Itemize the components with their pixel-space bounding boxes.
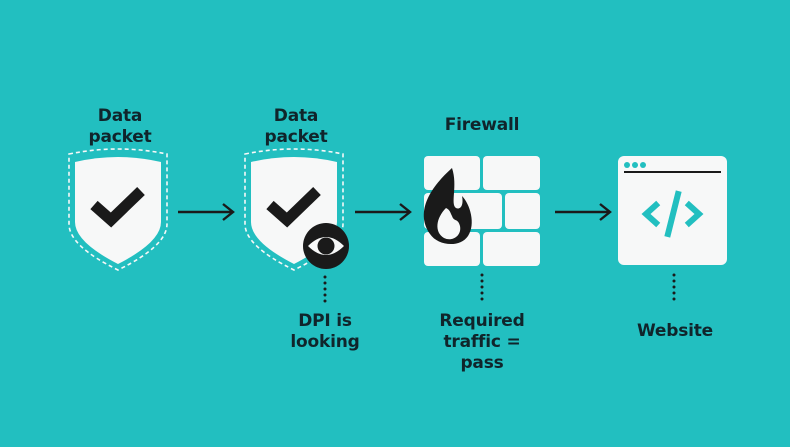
firewall-flame-icon <box>423 156 540 266</box>
flame-inner <box>437 208 461 240</box>
arrow-right-icon <box>178 203 235 221</box>
packet-2-title-line2: packet <box>264 127 328 147</box>
dotted-connector <box>672 273 676 301</box>
dotted-connector <box>323 275 327 303</box>
dpi-caption-line1: DPI is <box>298 311 352 331</box>
dpi-caption-line2: looking <box>290 332 360 352</box>
website-caption: Website <box>636 321 714 341</box>
packet-2-title-line1: Data <box>273 106 319 126</box>
flame-icon <box>423 168 472 245</box>
packet-1-title-line1: Data <box>97 106 143 126</box>
arrow-right-icon <box>355 203 412 221</box>
shield-check-icon <box>68 148 168 271</box>
browser-code-icon <box>618 156 727 265</box>
check-mark-icon <box>266 187 321 228</box>
firewall-caption: Required traffic = pass <box>422 311 542 374</box>
firewall-title: Firewall <box>444 115 520 135</box>
code-brackets-icon <box>641 190 704 238</box>
packet-1-title: Data packet <box>70 106 170 148</box>
check-mark-icon <box>90 187 145 228</box>
dotted-connector <box>480 273 484 301</box>
packet-2-title: Data packet <box>246 106 346 148</box>
firewall-caption-line1: Required <box>439 311 525 331</box>
eye-icon <box>303 223 349 269</box>
firewall-caption-line2: traffic = pass <box>443 332 521 373</box>
arrow-right-icon <box>555 203 612 221</box>
shield-dashed-outline <box>68 148 168 271</box>
packet-1-title-line2: packet <box>88 127 152 147</box>
dpi-caption: DPI is looking <box>270 311 380 353</box>
